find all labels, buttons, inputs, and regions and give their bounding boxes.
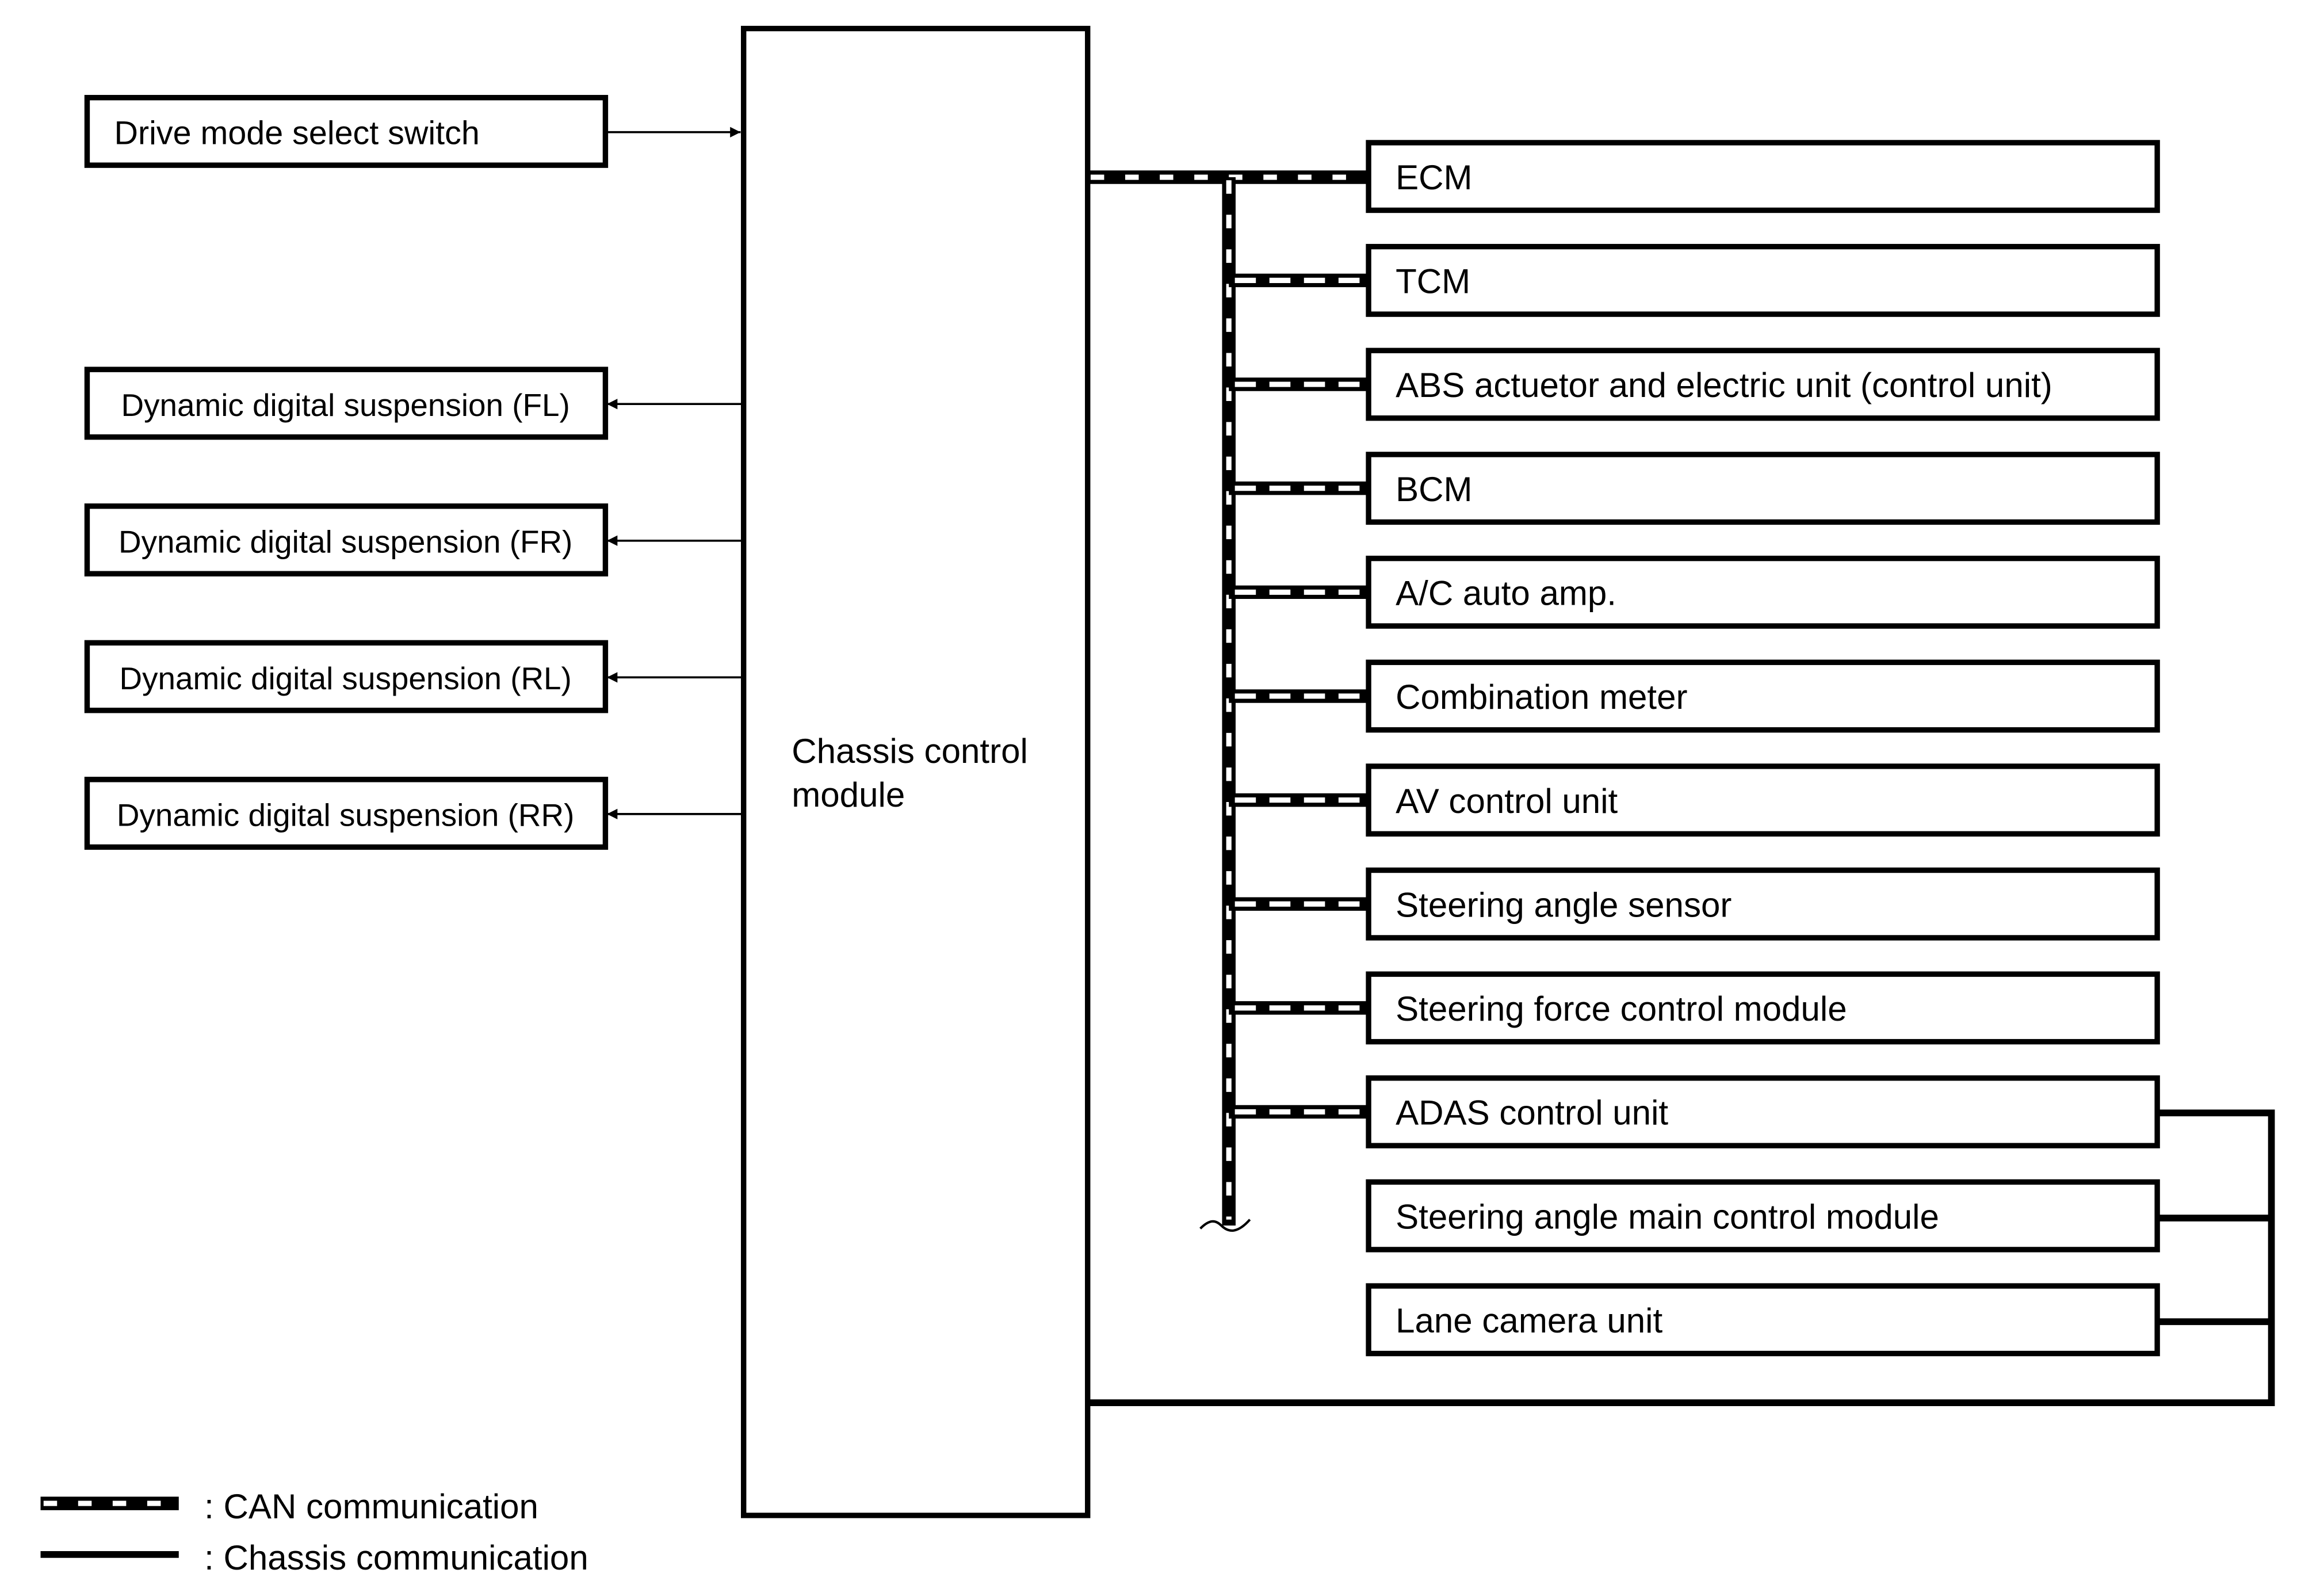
can-unit-label: ABS actuetor and electric unit (control …: [1396, 366, 2052, 404]
can-unit-label: ECM: [1396, 158, 1472, 197]
can-unit-label: Combination meter: [1396, 678, 1687, 716]
can-unit-combination-meter: Combination meter: [1229, 659, 2160, 733]
chassis-unit-steering-angle-main-control-module: Steering angle main control module: [1366, 1179, 2160, 1253]
legend-can-label: : CAN communication: [204, 1487, 538, 1526]
can-unit-a-c-auto-amp: A/C auto amp.: [1229, 555, 2160, 629]
legend: : CAN communication : Chassis communicat…: [40, 1487, 588, 1577]
can-unit-ecm: ECM: [1366, 140, 2160, 213]
can-unit-av-control-unit: AV control unit: [1229, 763, 2160, 837]
suspension-fl: Dynamic digital suspension (FL): [84, 366, 609, 440]
can-unit-bcm: BCM: [1229, 452, 2160, 525]
can-unit-adas-control-unit: ADAS control unit: [1229, 1075, 2160, 1148]
suspension-rl-label: Dynamic digital suspension (RL): [119, 660, 571, 696]
can-units: ECM TCM ABS actuetor and electric unit (co…: [1229, 140, 2160, 1148]
chassis-control-module: Chassis control module: [740, 25, 1091, 1518]
can-unit-label: A/C auto amp.: [1396, 574, 1616, 613]
chassis-module-label-line1: Chassis control: [792, 732, 1028, 770]
suspension-rl: Dynamic digital suspension (RL): [84, 640, 609, 713]
suspension-fr-label: Dynamic digital suspension (FR): [119, 524, 572, 560]
can-unit-label: BCM: [1396, 470, 1472, 509]
drive-mode-select-switch: Drive mode select switch: [84, 94, 609, 168]
can-unit-label: Steering angle sensor: [1396, 885, 1731, 924]
can-bus: [1087, 170, 1369, 1232]
can-unit-label: ADAS control unit: [1396, 1094, 1668, 1132]
can-unit-abs-actuetor-and-electric-unit-control-unit: ABS actuetor and electric unit (control …: [1229, 348, 2160, 421]
can-unit-label: AV control unit: [1396, 782, 1618, 820]
chassis-unit-label: Lane camera unit: [1396, 1301, 1662, 1340]
legend-chassis-label: : Chassis communication: [204, 1538, 588, 1577]
chassis-module-label-line2: module: [792, 776, 905, 814]
can-unit-steering-angle-sensor: Steering angle sensor: [1229, 867, 2160, 941]
chassis-unit-label: Steering angle main control module: [1396, 1197, 1939, 1236]
chassis-communication-line: [1087, 1109, 2275, 1407]
can-unit-label: Steering force control module: [1396, 990, 1847, 1028]
suspension-rr: Dynamic digital suspension (RR): [84, 777, 609, 850]
chassis-unit-lane-camera-unit: Lane camera unit: [1366, 1283, 2160, 1357]
can-unit-label: TCM: [1396, 262, 1470, 301]
suspension-fl-label: Dynamic digital suspension (FL): [121, 387, 570, 423]
can-unit-tcm: TCM: [1229, 243, 2160, 317]
suspension-fr: Dynamic digital suspension (FR): [84, 503, 609, 576]
suspension-rr-label: Dynamic digital suspension (RR): [117, 797, 574, 833]
can-unit-steering-force-control-module: Steering force control module: [1229, 971, 2160, 1045]
drive-mode-switch-label: Drive mode select switch: [114, 115, 479, 152]
